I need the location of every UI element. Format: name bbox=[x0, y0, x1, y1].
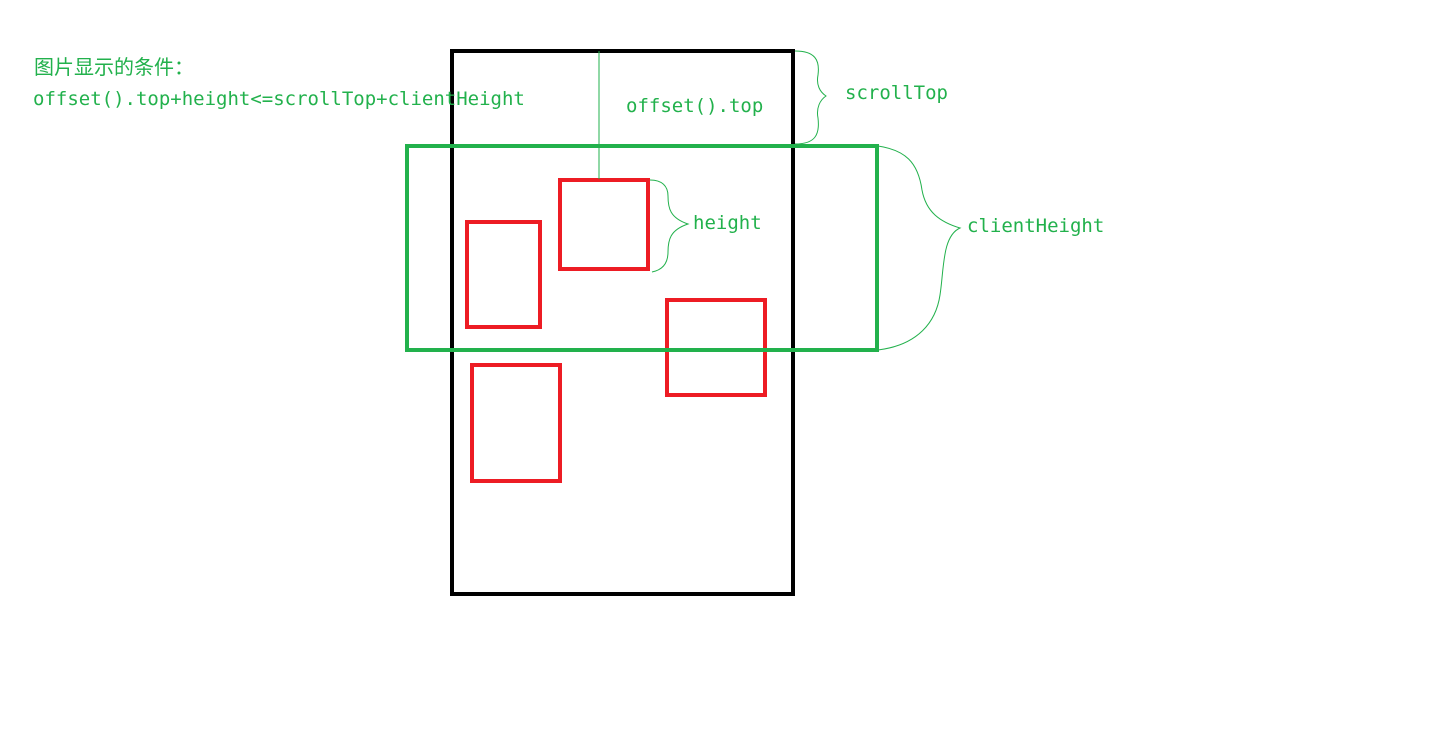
scroll-top-label: scrollTop bbox=[845, 82, 948, 104]
offset-top-label: offset().top bbox=[626, 95, 764, 117]
image-box-bottom bbox=[470, 363, 562, 483]
image-box-target bbox=[558, 178, 650, 271]
height-brace bbox=[649, 179, 690, 273]
condition-formula: offset().top+height<=scrollTop+clientHei… bbox=[33, 88, 525, 110]
image-box-right bbox=[665, 298, 767, 397]
scroll-top-brace bbox=[794, 50, 827, 145]
client-height-label: clientHeight bbox=[967, 215, 1105, 237]
height-label: height bbox=[693, 212, 762, 234]
condition-title: 图片显示的条件： bbox=[34, 55, 194, 79]
document-box bbox=[450, 49, 795, 596]
viewport-box bbox=[405, 144, 879, 352]
image-box-left bbox=[465, 220, 542, 329]
client-height-brace bbox=[877, 145, 962, 351]
